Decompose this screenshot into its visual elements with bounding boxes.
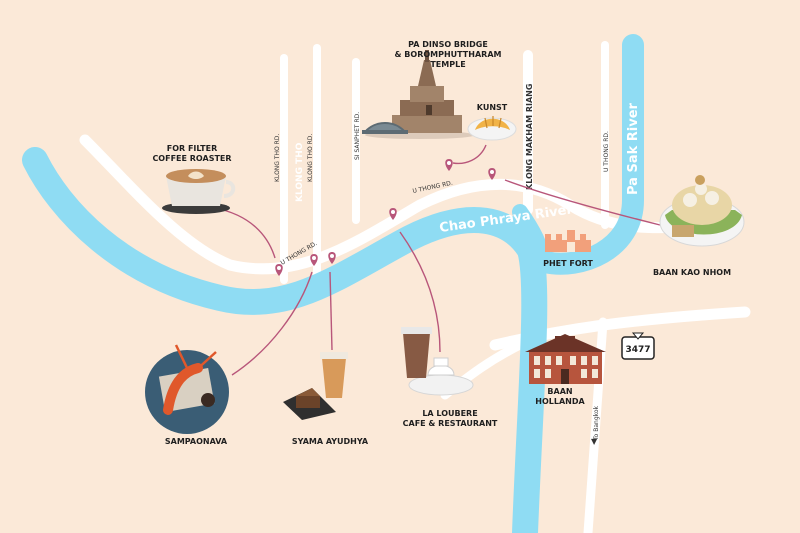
location-pin-icon[interactable] <box>275 264 283 276</box>
pa-sak-label: Pa Sak River <box>626 102 641 195</box>
temple-illustration <box>362 50 475 139</box>
chao-phraya-river <box>22 147 548 533</box>
canal-joint <box>512 204 549 273</box>
cake-and-drink-illustration <box>283 352 348 420</box>
leader-kunst <box>452 144 487 165</box>
klong-tho-label: KLONG THO <box>295 142 305 202</box>
pa-dinso-label-2: & BOROMPHUTTHARAM <box>395 50 502 59</box>
phet-fort-label: PHET FORT <box>543 259 593 268</box>
to-bangkok-arrow: ▼ <box>591 437 598 446</box>
latte-cup-illustration <box>162 169 236 214</box>
leader-sampaonava <box>231 271 313 376</box>
la-loubere-label-2: CAFE & RESTAURANT <box>403 419 498 428</box>
pa-dinso-label-1: PA DINSO BRIDGE <box>408 40 488 49</box>
location-pin-icon[interactable] <box>328 252 336 264</box>
location-pin-icon[interactable] <box>445 159 453 171</box>
dutch-house-illustration <box>525 334 606 384</box>
klong-tho-rd-label-2: KLONG THO RD. <box>307 134 314 182</box>
for-filter-label-2: COFFEE ROASTER <box>152 154 231 163</box>
la-loubere-label-1: LA LOUBERE <box>422 409 477 418</box>
leader-baan-kao-nhom <box>504 179 661 226</box>
route-badge-label: 3477 <box>625 345 650 355</box>
location-pin-icon[interactable] <box>310 254 318 266</box>
kunst-label: KUNST <box>477 103 508 112</box>
sampaonava-label: SAMPAONAVA <box>165 437 228 446</box>
location-pin-icon[interactable] <box>488 168 496 180</box>
road-south <box>489 306 751 351</box>
baan-kao-nhom-label: BAAN KAO NHOM <box>653 268 731 277</box>
route-badge-3477: 3477 <box>621 332 655 360</box>
road-u-thong <box>79 134 711 275</box>
leader-la-loubere <box>399 231 441 353</box>
for-filter-label-1: FOR FILTER <box>167 144 218 153</box>
syama-label: SYAMA AYUDHYA <box>292 437 369 446</box>
fort-icon <box>545 230 591 252</box>
leader-syama <box>329 271 333 351</box>
croissant-illustration <box>467 116 517 141</box>
u-thong-label-3: U THONG RD. <box>603 131 610 172</box>
pins <box>275 159 496 276</box>
pa-dinso-label-3: TEMPLE <box>430 60 465 69</box>
location-pin-icon[interactable] <box>389 208 397 220</box>
iced-coffee-illustration <box>401 327 474 396</box>
pa-sak-river <box>534 34 644 275</box>
river-prawn-plate-illustration <box>145 344 229 434</box>
klong-tho-rd-label-1: KLONG THO RD. <box>274 134 281 182</box>
dessert-plate-illustration <box>659 175 745 247</box>
to-bangkok-label: To Bangkok <box>593 405 600 441</box>
leader-lines <box>214 144 661 376</box>
leader-for-filter <box>214 207 276 259</box>
si-sanphet-label: SI SANPHET RD. <box>354 112 361 160</box>
baan-hollanda-label-1: BAAN <box>547 387 572 396</box>
roads <box>79 41 751 533</box>
klong-makham-label: KLONG MAKHAM RIANG <box>525 84 534 190</box>
baan-hollanda-label-2: HOLLANDA <box>535 397 585 406</box>
rivers <box>22 34 644 533</box>
